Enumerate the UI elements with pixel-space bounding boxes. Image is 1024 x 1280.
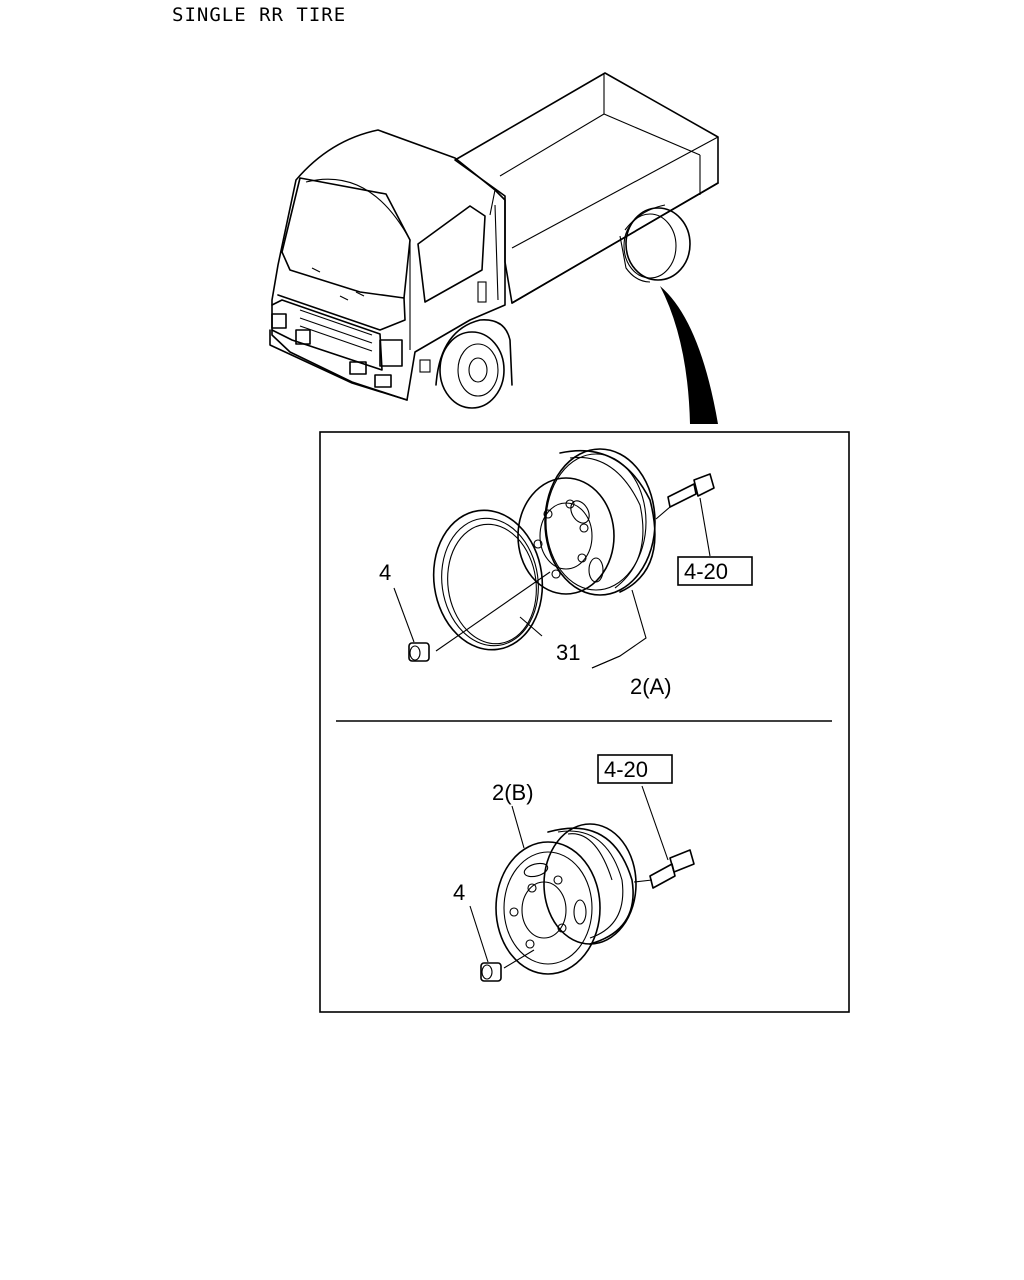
- ref-4-20-panel-b[interactable]: 4-20: [604, 757, 648, 782]
- callout-2a: 2(A): [630, 674, 672, 699]
- bolt-b-drawing: [649, 849, 695, 889]
- ref-box-panel-a[interactable]: [677, 556, 753, 586]
- ring-31-drawing: [432, 509, 544, 651]
- truck-illustration: [269, 72, 719, 409]
- callout-2b: 2(B): [492, 780, 534, 805]
- wheel-b-drawing: [495, 823, 637, 975]
- nut-b-drawing: [480, 962, 502, 982]
- detail-panel-frame: [319, 431, 850, 1013]
- nut-a-drawing: [408, 642, 430, 662]
- ref-box-panel-b[interactable]: [597, 754, 673, 784]
- callout-4-panel-a: 4: [379, 560, 391, 585]
- diagram-title: SINGLE RR TIRE: [172, 4, 347, 26]
- detail-pointer-arrow: [660, 286, 718, 424]
- ref-4-20-panel-a[interactable]: 4-20: [684, 559, 728, 584]
- callout-31: 31: [556, 640, 580, 665]
- wheel-a-drawing: [517, 448, 656, 596]
- callout-4-panel-b: 4: [453, 880, 465, 905]
- bolt-a-drawing: [667, 473, 715, 508]
